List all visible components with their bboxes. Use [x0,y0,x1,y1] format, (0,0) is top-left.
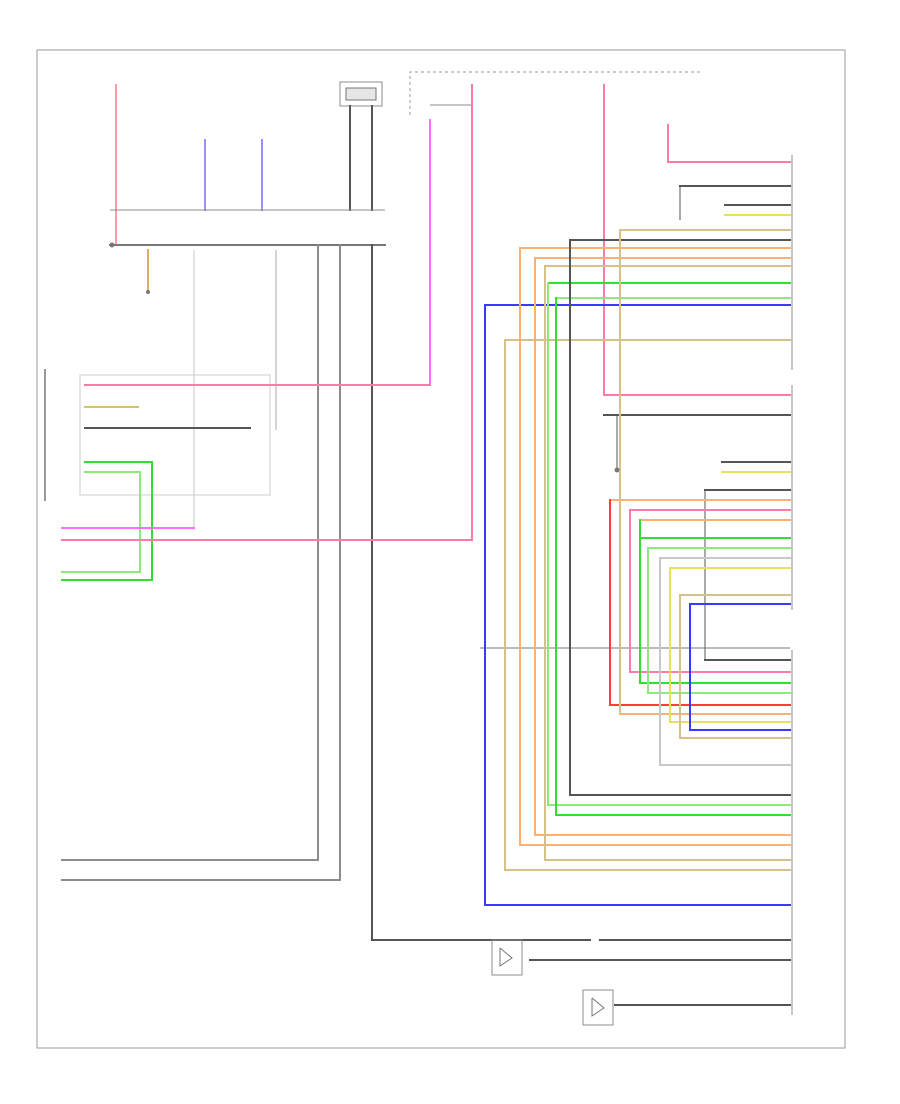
central-lr-unit [609,385,793,660]
rear-lr-unit [484,155,793,416]
audio-unit [480,647,793,1015]
diagram-frame [36,49,846,1049]
fuse-element [345,87,377,101]
top-middle-feeds [429,84,791,541]
dashed-group [409,71,700,115]
top-left-feeds [109,81,386,941]
antenna-1 [491,939,523,976]
left-module [44,369,431,581]
top-fuse-block [339,81,383,107]
lower-left-feeds [61,527,591,941]
vertical-runs [484,229,691,906]
antenna-2 [582,989,614,1026]
